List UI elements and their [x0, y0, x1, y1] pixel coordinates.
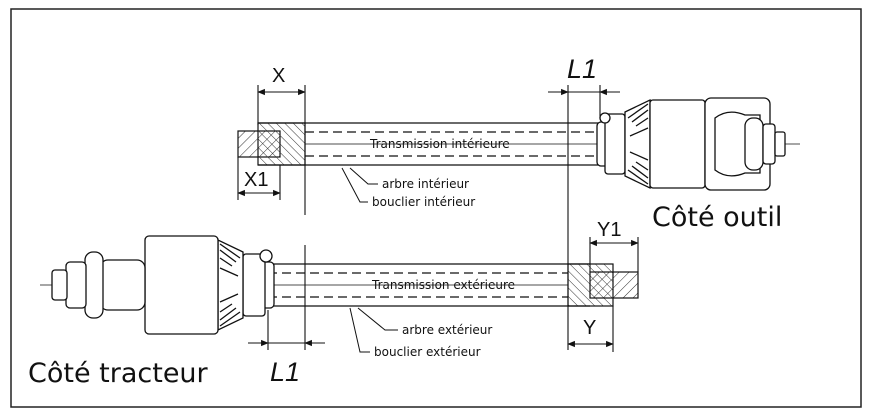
dim-l1-bottom — [248, 245, 325, 350]
top-yoke — [596, 97, 786, 191]
tractor-side-label: Côté tracteur — [28, 358, 209, 389]
bottom-callout-shield: bouclier extérieur — [374, 345, 481, 359]
bottom-callout-shaft: arbre extérieur — [402, 323, 492, 337]
top-shaft-title: Transmission intérieure — [369, 137, 510, 151]
top-callout-shield: bouclier intérieur — [372, 195, 475, 209]
dim-y1 — [589, 237, 639, 272]
bottom-shaft-title: Transmission extérieure — [371, 278, 515, 292]
dim-x-label: X — [272, 65, 285, 87]
top-callout-lines — [341, 167, 378, 203]
dim-y1-label: Y1 — [597, 219, 621, 241]
dim-x1 — [237, 157, 281, 200]
dim-l1-top-label: L1 — [567, 54, 597, 84]
dim-y-label: Y — [583, 317, 596, 339]
top-shaft-end-hatch — [257, 122, 306, 166]
bottom-yoke — [51, 235, 275, 335]
dim-l1-bottom-label: L1 — [270, 357, 300, 387]
dim-x — [257, 85, 306, 215]
diagram-frame — [10, 8, 862, 408]
dim-x1-label: X1 — [244, 169, 268, 191]
bottom-callout-lines — [349, 307, 398, 353]
tool-side-label: Côté outil — [652, 202, 782, 233]
top-callout-shaft: arbre intérieur — [382, 177, 469, 191]
dim-y — [567, 306, 614, 352]
bottom-shaft-end-hatch — [589, 271, 639, 299]
